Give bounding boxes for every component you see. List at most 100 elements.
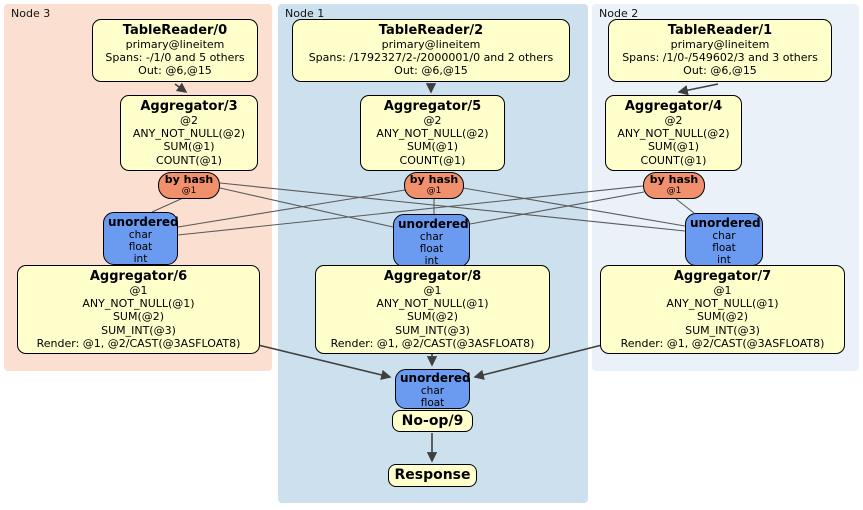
- sync-type: char: [420, 385, 445, 397]
- processor-detail: ANY_NOT_NULL(@1): [666, 297, 779, 311]
- processor-detail: @2: [180, 114, 198, 127]
- node2-region-label: Node 2: [599, 7, 639, 20]
- node1-region-label: Node 1: [285, 7, 325, 20]
- sync-type: char: [712, 230, 736, 242]
- unordered-sync-node1: unordered char float int: [393, 214, 470, 267]
- sync-type: float: [419, 243, 444, 255]
- edge-hash2-sync1: [469, 191, 645, 225]
- router-columns: @1: [666, 186, 682, 196]
- processor-detail: SUM_INT(@3): [101, 323, 176, 337]
- processor-title: TableReader/1: [667, 23, 773, 38]
- edge-hash2-sync2: [675, 198, 695, 214]
- edge-hash2-sync3: [177, 185, 644, 236]
- processor-detail: @2: [664, 114, 683, 127]
- processor-detail: SUM_INT(@3): [395, 323, 470, 337]
- aggregator-8-box: Aggregator/8 @1 ANY_NOT_NULL(@1) SUM(@2)…: [315, 265, 550, 355]
- response-box: Response: [388, 464, 477, 487]
- processor-detail: @2: [423, 114, 442, 127]
- edge-hash1-sync2: [462, 187, 686, 227]
- processor-detail: primary@lineitem: [670, 38, 770, 51]
- processor-detail: Out: @6,@15: [683, 64, 757, 78]
- processor-title: Aggregator/7: [673, 269, 772, 284]
- processor-detail: Spans: /1/0-/549602/3 and 3 others: [622, 51, 818, 65]
- processor-title: Aggregator/6: [89, 269, 188, 284]
- sync-type: char: [128, 229, 153, 241]
- processor-detail: @1: [423, 284, 442, 297]
- aggregator-6-box: Aggregator/6 @1 ANY_NOT_NULL(@1) SUM(@2)…: [17, 265, 260, 355]
- processor-detail: Spans: -/1/0 and 5 others: [105, 51, 245, 65]
- edge-hash3-sync2: [219, 182, 686, 232]
- edge-hash3-sync3: [151, 197, 184, 213]
- sync-type: float: [712, 242, 736, 254]
- node3-region-label: Node 3: [11, 7, 51, 20]
- processor-detail: COUNT(@1): [640, 153, 707, 167]
- processor-detail: COUNT(@1): [156, 153, 222, 167]
- unordered-sync-node2: unordered char float int: [685, 213, 763, 266]
- processor-detail: @1: [129, 284, 148, 297]
- processor-detail: SUM(@2): [112, 310, 165, 324]
- edge-tr1-agg4: [677, 83, 719, 96]
- aggregator-4-box: Aggregator/4 @2 ANY_NOT_NULL(@2) SUM(@1)…: [605, 95, 742, 171]
- processor-detail: SUM(@1): [163, 140, 215, 154]
- tablereader-1-box: TableReader/1 primary@lineitem Spans: /1…: [608, 19, 832, 82]
- processor-detail: ANY_NOT_NULL(@2): [376, 127, 489, 141]
- processor-detail: Render: @1, @2/CAST(@3ASFLOAT8): [36, 336, 241, 350]
- router-columns: @1: [181, 186, 197, 196]
- sync-type: float: [128, 241, 153, 253]
- aggregator-7-box: Aggregator/7 @1 ANY_NOT_NULL(@1) SUM(@2)…: [600, 265, 845, 355]
- edge-hash3-sync1: [219, 187, 394, 228]
- tablereader-2-box: TableReader/2 primary@lineitem Spans: /1…: [292, 19, 570, 82]
- processor-title: TableReader/2: [378, 23, 484, 38]
- unordered-sync-node3: unordered char float int: [103, 212, 179, 265]
- processor-detail: Out: @6,@15: [138, 64, 212, 78]
- unordered-sync-final: unordered char float: [395, 369, 471, 409]
- processor-detail: ANY_NOT_NULL(@1): [376, 297, 489, 311]
- sync-label: unordered: [398, 217, 469, 231]
- processor-detail: SUM(@1): [406, 140, 459, 154]
- edge-tr0-agg3: [174, 82, 188, 93]
- router-columns: @1: [426, 186, 442, 196]
- sync-type: int: [717, 254, 731, 266]
- processor-detail: Render: @1, @2/CAST(@3ASFLOAT8): [620, 336, 825, 350]
- router-label: by hash: [164, 173, 214, 186]
- hash-router-node3: by hash @1: [158, 172, 220, 199]
- processor-title: Aggregator/5: [383, 99, 482, 114]
- processor-detail: ANY_NOT_NULL(@2): [617, 127, 730, 141]
- hash-router-node1: by hash @1: [404, 172, 464, 199]
- processor-detail: SUM(@1): [647, 140, 700, 154]
- edge-agg7-finalsync: [473, 344, 603, 380]
- router-label: by hash: [409, 173, 459, 186]
- processor-detail: Spans: /1792327/2-/2000001/0 and 2 other…: [308, 51, 554, 65]
- aggregator-5-box: Aggregator/5 @2 ANY_NOT_NULL(@2) SUM(@1)…: [360, 95, 505, 171]
- processor-detail: ANY_NOT_NULL(@2): [132, 127, 246, 141]
- sync-type: int: [133, 253, 148, 265]
- processor-detail: ANY_NOT_NULL(@1): [82, 297, 195, 311]
- aggregator-3-box: Aggregator/3 @2 ANY_NOT_NULL(@2) SUM(@1)…: [120, 95, 258, 171]
- processor-detail: primary@lineitem: [381, 38, 481, 51]
- processor-detail: SUM_INT(@3): [685, 323, 760, 337]
- hash-router-node2: by hash @1: [643, 172, 705, 199]
- processor-title: Aggregator/4: [624, 99, 723, 114]
- processor-detail: Render: @1, @2/CAST(@3ASFLOAT8): [330, 336, 535, 350]
- noop-9-box: No-op/9: [392, 410, 473, 432]
- sync-type: float: [420, 397, 445, 409]
- sync-label: unordered: [400, 371, 471, 385]
- tablereader-0-box: TableReader/0 primary@lineitem Spans: -/…: [92, 19, 258, 82]
- edge-hash1-sync3: [177, 189, 406, 228]
- edge-agg6-finalsync: [257, 344, 392, 380]
- sync-label: unordered: [690, 216, 761, 230]
- processor-title: Aggregator/8: [383, 269, 482, 284]
- router-label: by hash: [649, 173, 699, 186]
- processor-detail: Out: @6,@15: [394, 64, 468, 78]
- sync-label: unordered: [108, 215, 179, 229]
- processor-detail: @1: [713, 284, 732, 297]
- processor-detail: primary@lineitem: [125, 38, 225, 51]
- processor-detail: SUM(@2): [406, 310, 459, 324]
- sync-type: char: [419, 231, 444, 243]
- processor-title: Aggregator/3: [140, 99, 238, 114]
- processor-title: TableReader/0: [122, 23, 228, 38]
- processor-detail: SUM(@2): [696, 310, 749, 324]
- sync-type: int: [424, 255, 439, 267]
